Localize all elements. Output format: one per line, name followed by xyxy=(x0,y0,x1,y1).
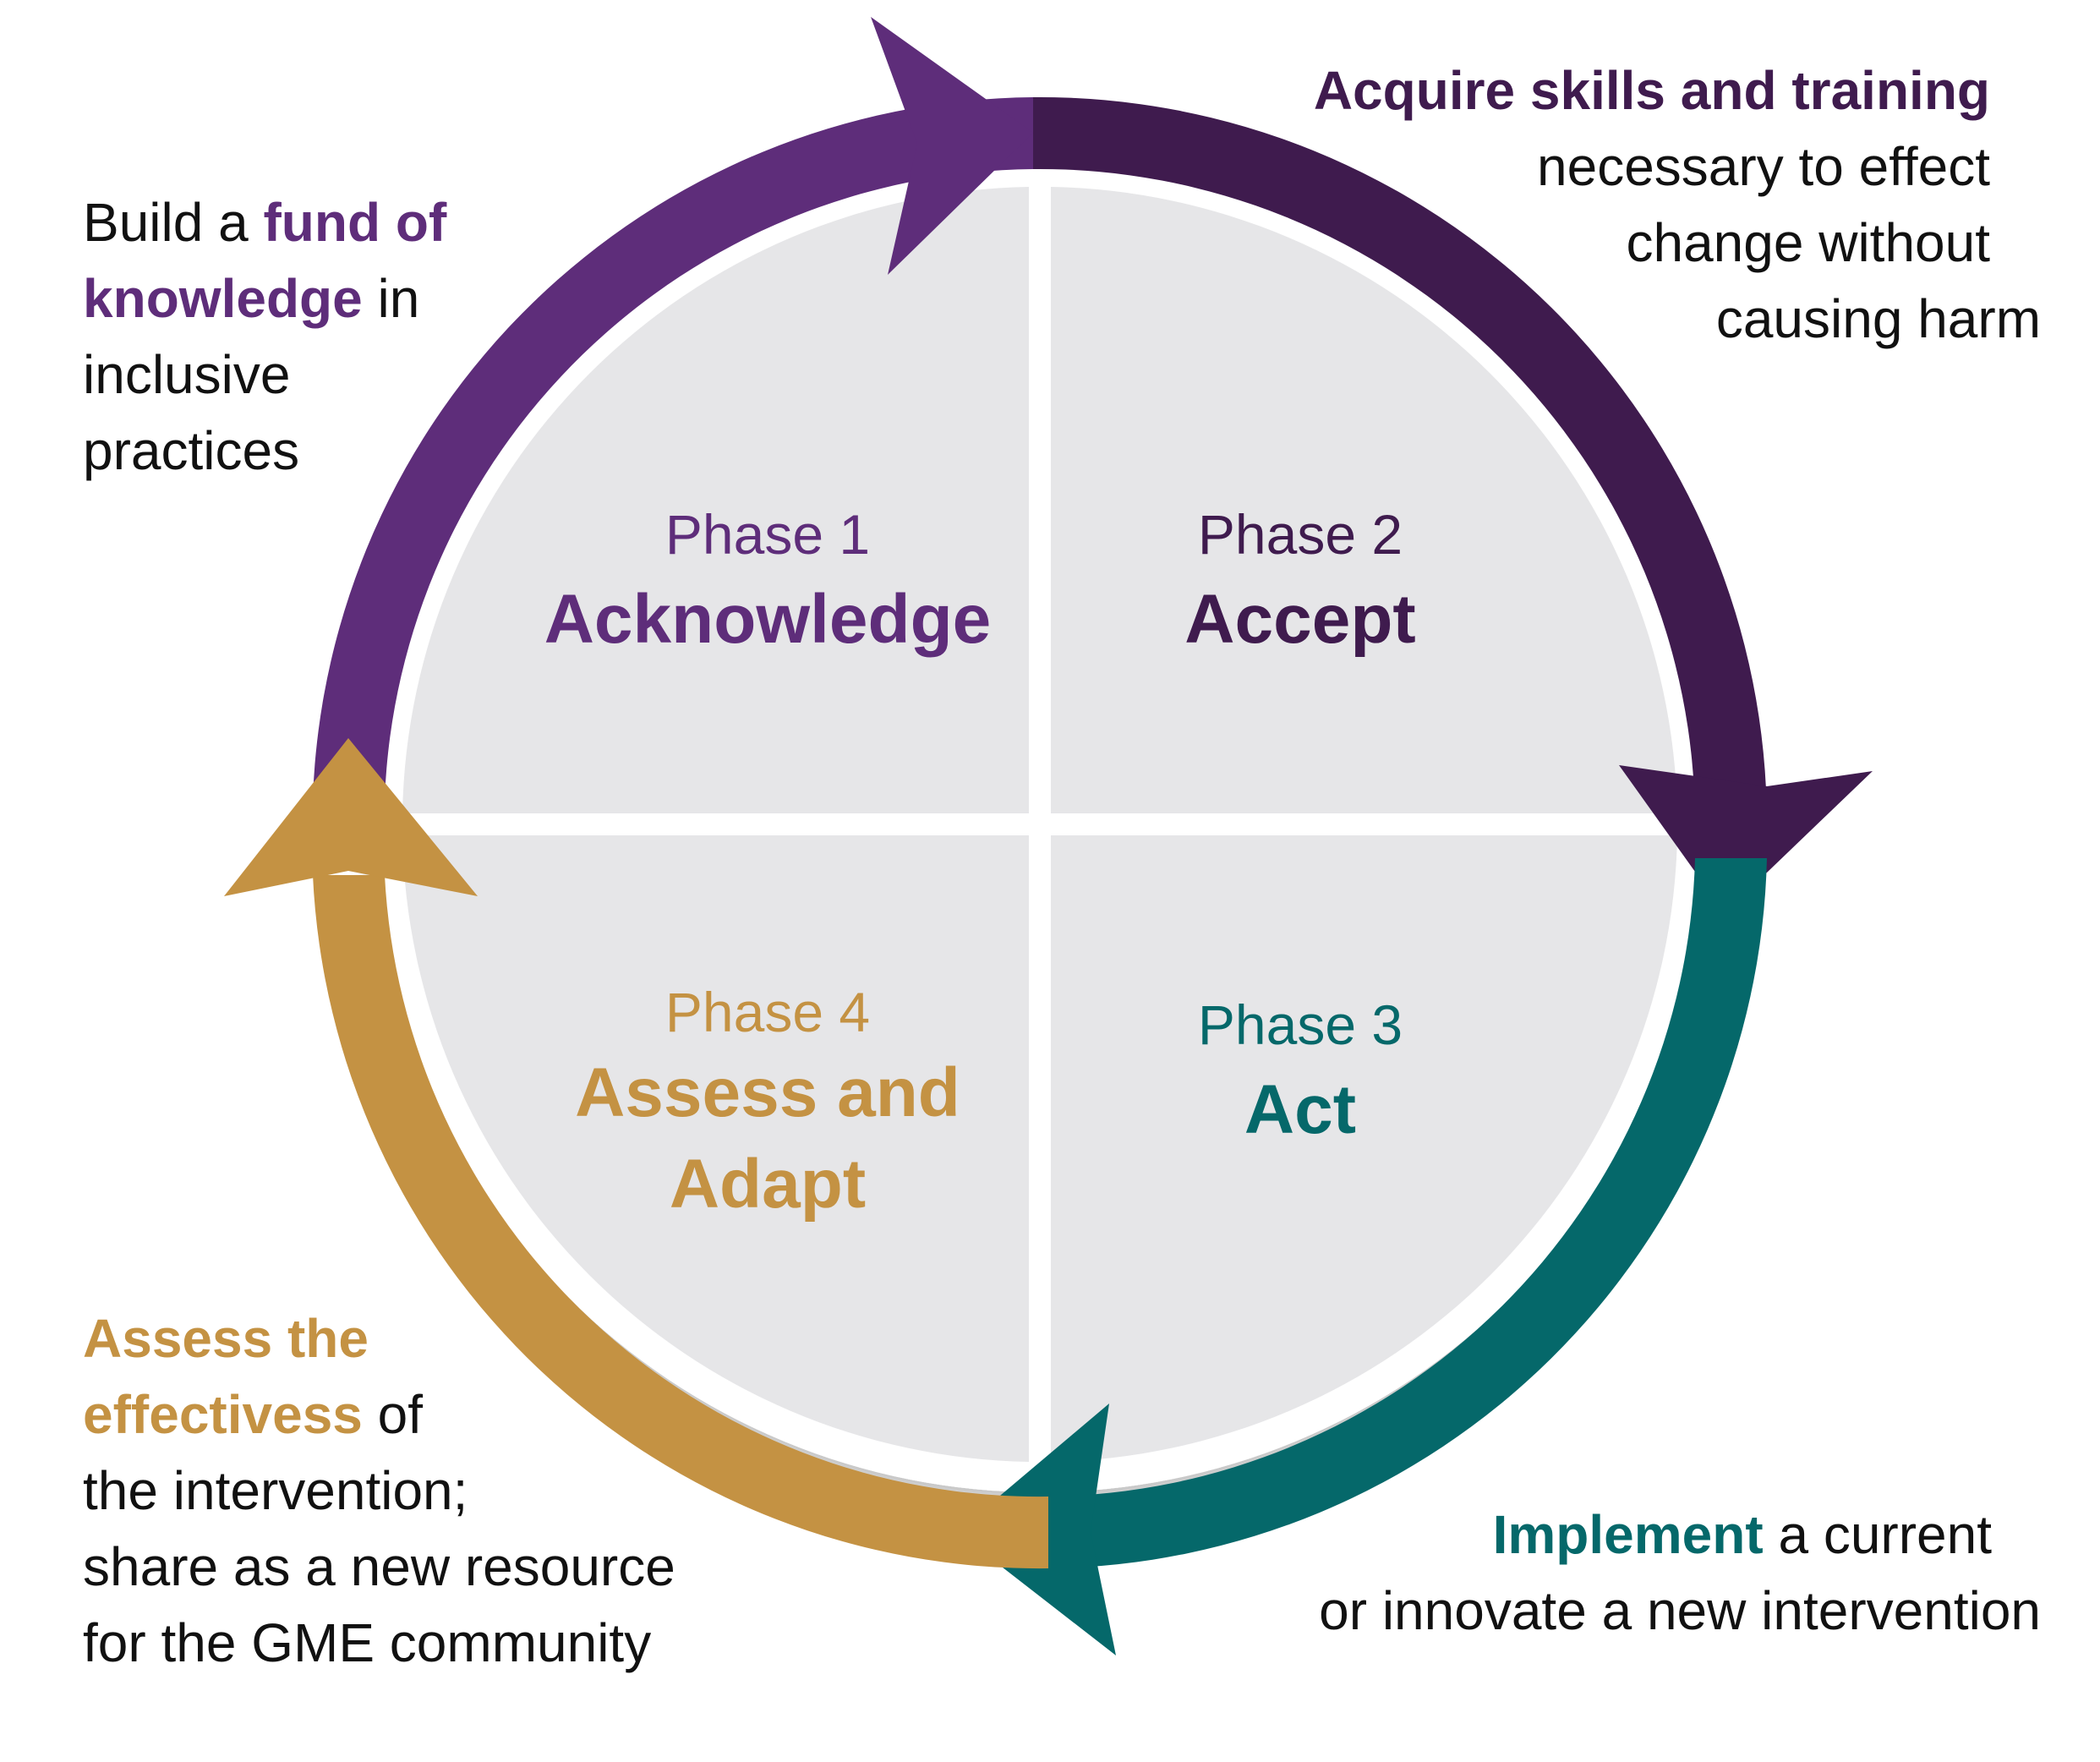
quadrant-phase-1 xyxy=(402,187,1029,813)
callout-highlight: fund of xyxy=(263,192,447,253)
cycle-arrows xyxy=(224,17,1873,1655)
callout-phase-1-line-3: inclusive xyxy=(83,344,291,405)
phase-1-name: Acknowledge xyxy=(544,581,992,658)
phase-4-number: Phase 4 xyxy=(665,981,870,1043)
quadrant-phase-4 xyxy=(402,835,1029,1462)
arrow-phase-3 xyxy=(1048,858,1767,1568)
arrow-phase-4 xyxy=(313,875,1048,1569)
quadrant-phase-2 xyxy=(1051,187,1677,813)
arrowhead-phase-4 xyxy=(224,738,478,896)
callout-phase-1-line-4: practices xyxy=(83,420,300,481)
arrow-phase-2 xyxy=(1033,96,1767,825)
callout-phase-4: Assess the effectivess of the interventi… xyxy=(83,1300,776,1681)
phase-labels: Phase 1 Acknowledge Phase 2 Accept Phase… xyxy=(544,503,1416,1223)
quadrants xyxy=(402,187,1677,1462)
callout-phase-3: Implement a current or innovate a new in… xyxy=(1111,1497,2041,1649)
phase-2-number: Phase 2 xyxy=(1198,503,1403,566)
callout-text: of xyxy=(362,1384,424,1445)
callout-text: a current xyxy=(1763,1504,1992,1565)
phase-2-name: Accept xyxy=(1184,581,1415,658)
arrowhead-phase-2 xyxy=(1619,765,1873,913)
callout-phase-3-line-2: or innovate a new intervention xyxy=(1319,1580,2041,1641)
phase-3-name: Act xyxy=(1244,1071,1356,1148)
callout-phase-4-line-4: share as a new resource xyxy=(83,1536,675,1597)
callout-highlight: knowledge xyxy=(83,268,363,329)
callout-phase-1-line-1: Build a fund of xyxy=(83,184,556,260)
phase-4-name-line-1: Assess and xyxy=(575,1054,960,1131)
callout-phase-2-line-3: change without xyxy=(1626,212,1990,273)
phase-1-number: Phase 1 xyxy=(665,503,870,566)
callout-text: Build a xyxy=(83,192,264,253)
callout-highlight: Acquire skills and training xyxy=(1313,60,1990,121)
phase-3-number: Phase 3 xyxy=(1198,993,1403,1056)
callout-phase-2: Acquire skills and training necessary to… xyxy=(1195,52,2041,357)
callout-phase-2-line-1: Acquire skills and training xyxy=(1195,52,1990,129)
callout-phase-2-line-2: necessary to effect xyxy=(1537,136,1990,197)
callout-phase-3-line-1: Implement a current xyxy=(1111,1497,1992,1573)
callout-highlight: Assess the xyxy=(83,1308,369,1369)
callout-phase-2-line-4: causing harm xyxy=(1715,288,2041,349)
quadrant-phase-3 xyxy=(1051,835,1677,1462)
phase-4-name-line-2: Adapt xyxy=(670,1146,866,1223)
callout-phase-4-line-1: Assess the xyxy=(83,1300,776,1376)
callout-phase-4-line-5: for the GME community xyxy=(83,1612,652,1673)
arrowhead-phase-1 xyxy=(871,17,1033,275)
callout-highlight: Implement xyxy=(1492,1504,1764,1565)
callout-phase-1-line-2: knowledge in xyxy=(83,260,556,337)
callout-text: in xyxy=(362,268,420,329)
callout-highlight: effectivess xyxy=(83,1384,363,1445)
callout-phase-4-line-2: effectivess of xyxy=(83,1376,776,1453)
callout-phase-1: Build a fund of knowledge in inclusive p… xyxy=(83,184,556,489)
callout-phase-4-line-3: the intervention; xyxy=(83,1460,468,1521)
